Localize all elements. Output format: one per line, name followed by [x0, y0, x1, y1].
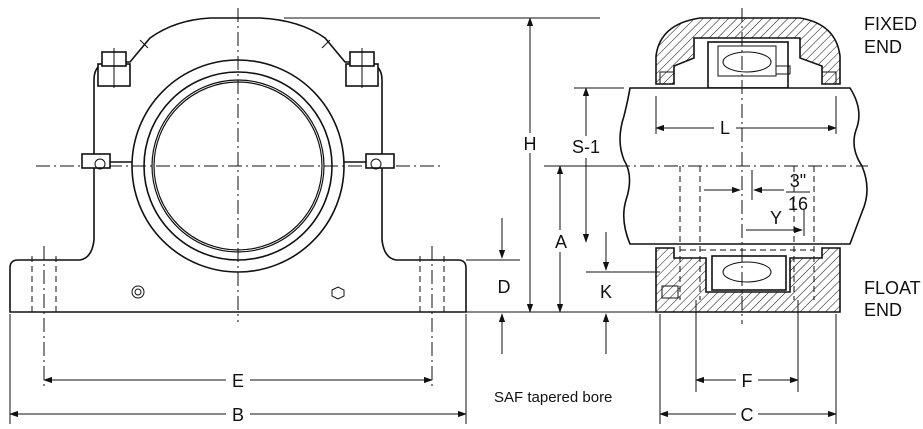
label-D: D [498, 277, 511, 297]
label-fixed-end-2: END [864, 37, 902, 57]
dim-K: K [586, 232, 660, 354]
fixed-end-housing [655, 17, 841, 85]
dim-L: L [655, 96, 837, 139]
dim-Y: Y [746, 208, 805, 236]
label-S1: S-1 [572, 137, 600, 157]
dim-S1: S-1 [570, 87, 624, 243]
label-B: B [232, 405, 244, 425]
label-E: E [232, 371, 244, 391]
dim-H: H [284, 17, 660, 313]
grease-fitting [131, 285, 145, 299]
label-K: K [600, 282, 612, 302]
dim-B: B [9, 314, 467, 425]
label-float-end-1: FLOAT [864, 278, 921, 298]
label-F: F [742, 371, 753, 391]
label-frac-num: 3" [790, 171, 806, 191]
label-L: L [720, 118, 730, 138]
label-frac-den: 16 [788, 194, 808, 214]
label-Y: Y [770, 208, 782, 228]
dim-E: E [43, 369, 433, 391]
label-H: H [524, 134, 537, 154]
dim-C: C [659, 314, 837, 425]
caption: SAF tapered bore [494, 389, 612, 406]
label-fixed-end-1: FIXED [864, 14, 917, 34]
label-A: A [555, 232, 567, 252]
front-view [9, 8, 467, 388]
dim-F: F [695, 300, 799, 392]
section-view [544, 8, 868, 324]
left-cap-bolt [81, 48, 131, 170]
label-float-end-2: END [864, 300, 902, 320]
dim-D: D [466, 218, 520, 354]
label-C: C [741, 405, 754, 425]
right-cap-bolt [345, 48, 395, 170]
dim-offset: 3" 16 [704, 170, 810, 214]
